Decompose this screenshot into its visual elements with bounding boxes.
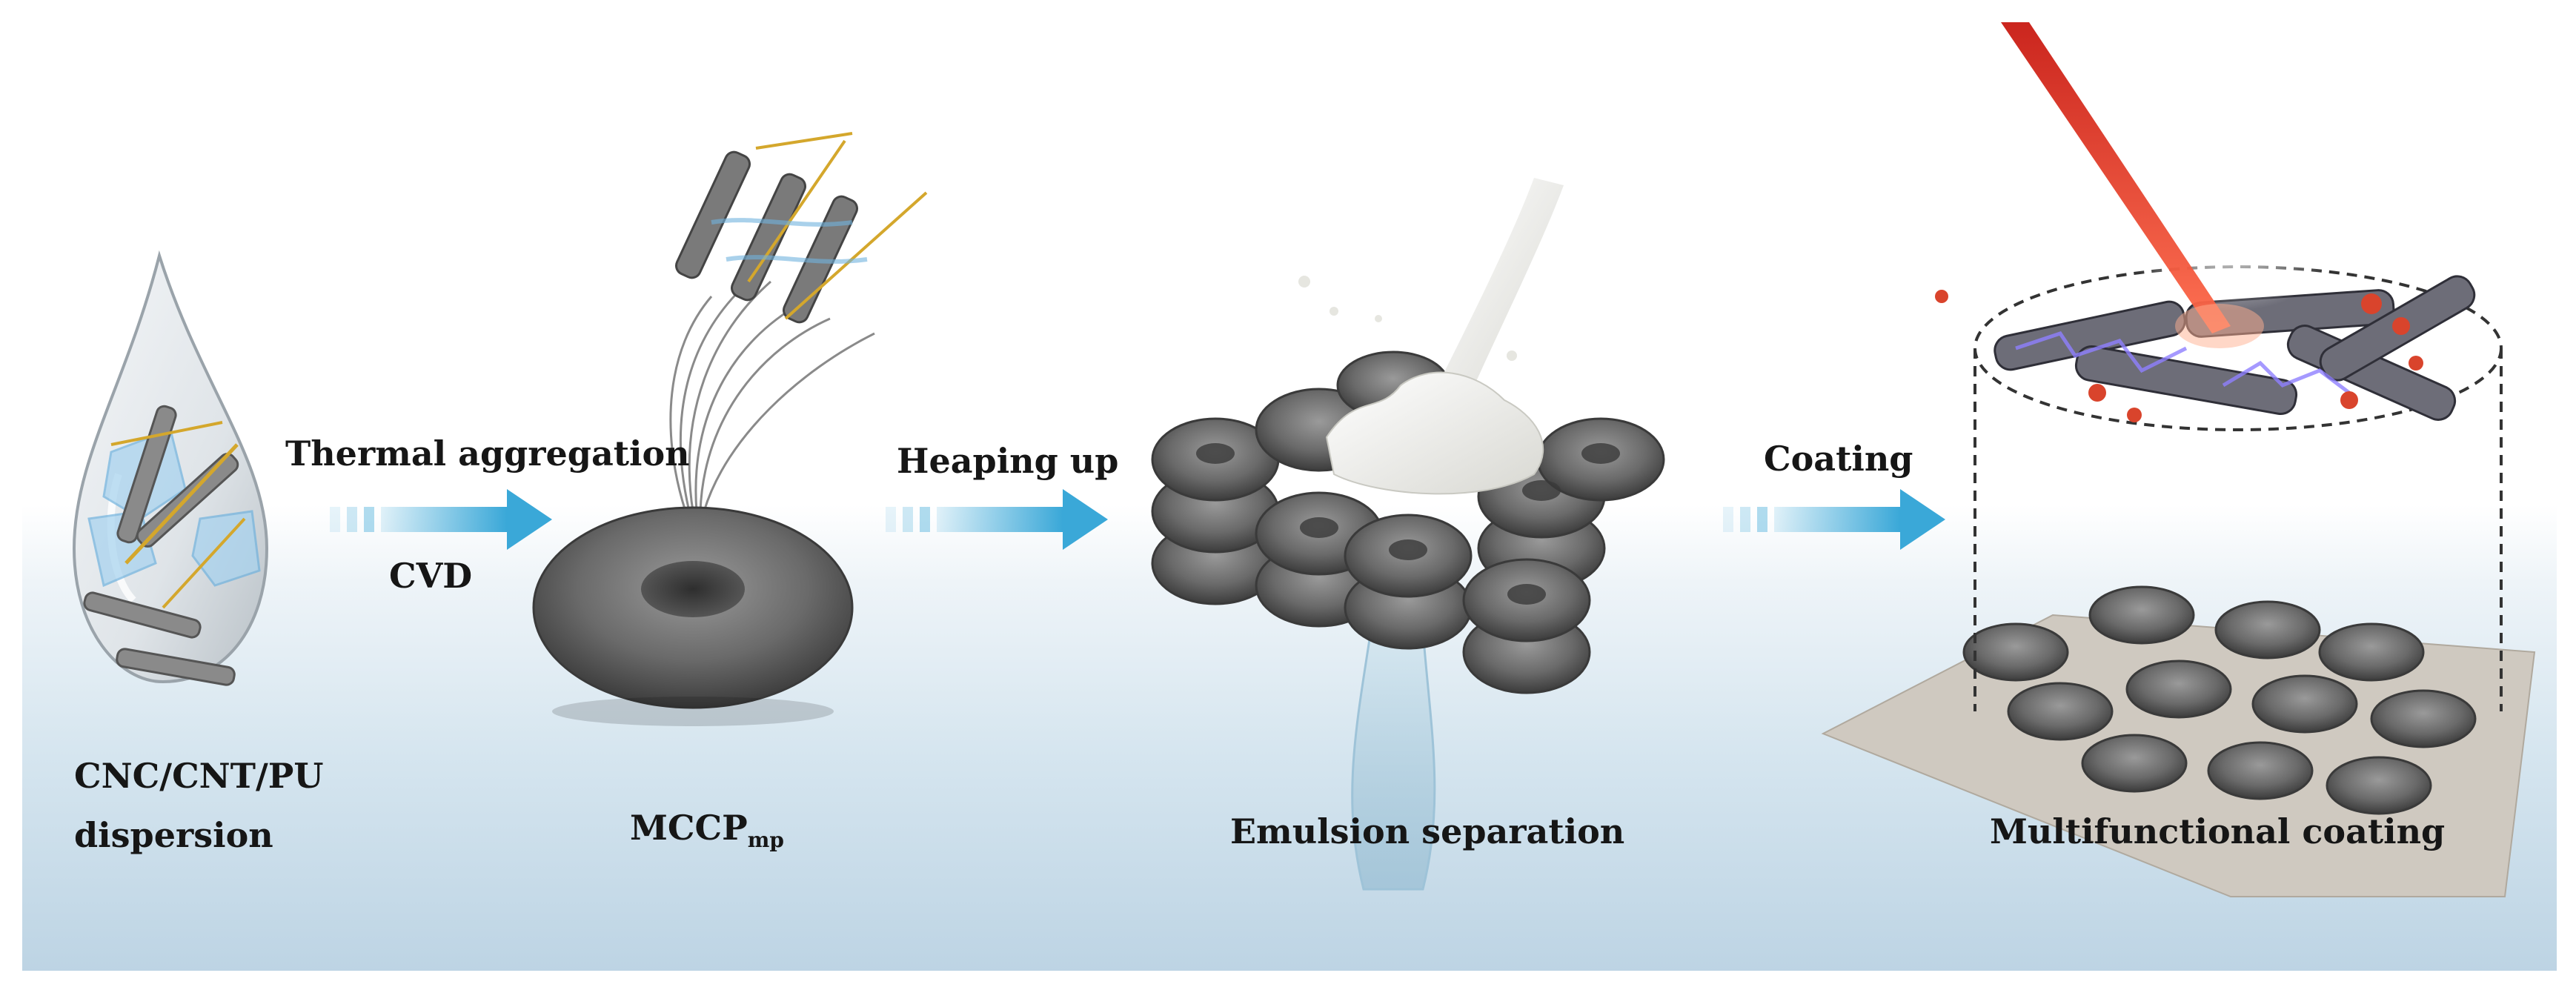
emulsion-stack — [1151, 178, 1665, 891]
arrow-heaping-up — [886, 489, 1108, 550]
stage2-label: MCCPmp — [630, 808, 784, 852]
stage1-label-line1: CNC/CNT/PU — [74, 756, 324, 796]
coating-magnified-view — [1935, 22, 2503, 711]
mccp-torus — [532, 132, 928, 726]
dispersion-droplet — [72, 250, 269, 686]
arrow1-label-top: Thermal aggregation — [285, 433, 690, 474]
arrow2-label-top: Heaping up — [897, 441, 1119, 481]
stage2-label-main: MCCP — [630, 808, 748, 848]
arrow-thermal-aggregation — [330, 489, 552, 550]
stage4-label: Multifunctional coating — [1990, 811, 2446, 851]
arrow-coating — [1723, 489, 1945, 550]
coating-sheet — [1821, 585, 2536, 897]
stage1-label-line2: dispersion — [74, 815, 273, 855]
stage3-label: Emulsion separation — [1230, 811, 1625, 851]
arrow1-label-bottom: CVD — [389, 556, 473, 596]
arrow3-label-top: Coating — [1764, 439, 1913, 479]
stage2-label-subscript: mp — [747, 828, 784, 853]
